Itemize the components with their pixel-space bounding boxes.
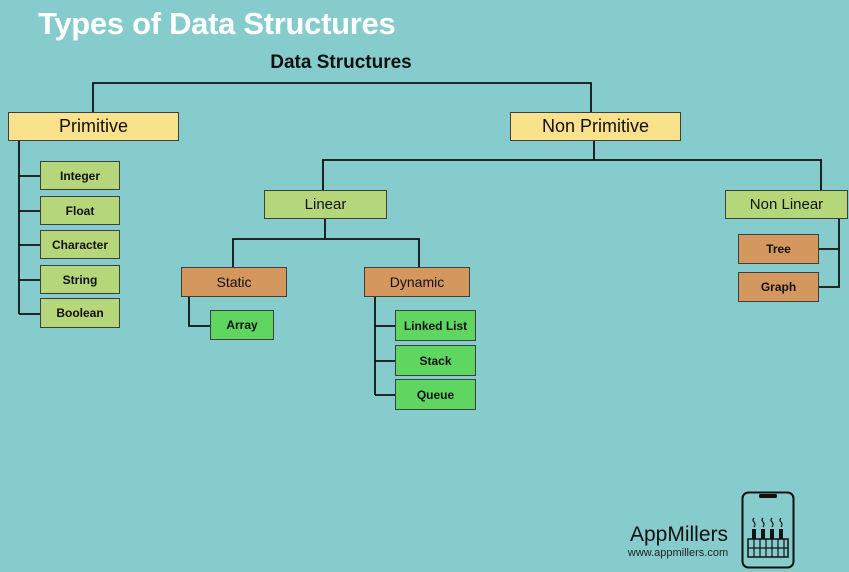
- brand-url: www.appmillers.com: [627, 547, 729, 559]
- node-non-linear: Non Linear: [725, 190, 848, 219]
- phone-factory-icon: [741, 491, 795, 569]
- diagram-root-label: Data Structures: [270, 52, 412, 73]
- brand-name: AppMillers: [629, 523, 729, 546]
- node-boolean: Boolean: [40, 298, 120, 328]
- node-integer: Integer: [40, 161, 120, 190]
- node-non-primitive: Non Primitive: [510, 112, 681, 141]
- node-float: Float: [40, 196, 120, 225]
- node-static: Static: [181, 267, 287, 297]
- node-tree: Tree: [738, 234, 819, 264]
- node-linked-list: Linked List: [395, 310, 476, 341]
- node-linear: Linear: [264, 190, 387, 219]
- node-stack: Stack: [395, 345, 476, 376]
- node-array: Array: [210, 310, 274, 340]
- node-character: Character: [40, 230, 120, 259]
- node-dynamic: Dynamic: [364, 267, 470, 297]
- node-graph: Graph: [738, 272, 819, 302]
- node-primitive: Primitive: [8, 112, 179, 141]
- slide-title: Types of Data Structures: [38, 6, 396, 41]
- node-queue: Queue: [395, 379, 476, 410]
- node-string: String: [40, 265, 120, 294]
